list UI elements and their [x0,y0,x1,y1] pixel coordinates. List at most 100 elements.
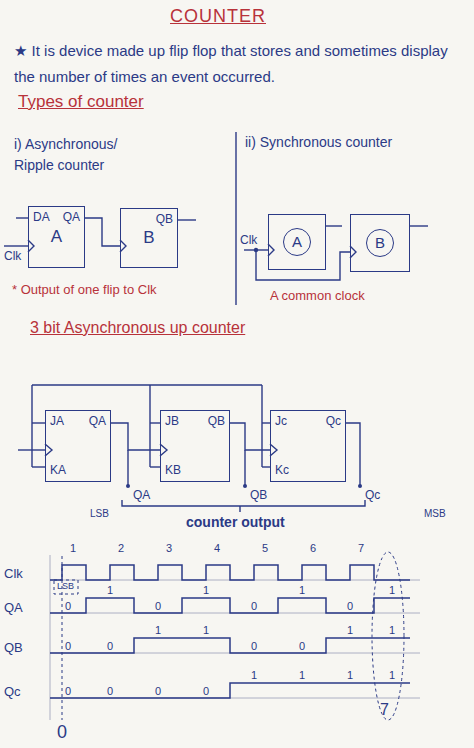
start-marker [62,556,63,720]
junction-dot [254,248,258,252]
pulse-number: 6 [310,542,316,555]
output-wire [326,225,342,226]
dashed-markers [54,552,404,720]
pin-label: Kc [275,464,289,477]
count-value: 7 [380,700,389,719]
logic-level: 1 [389,624,395,637]
clock-connector [111,423,160,450]
pulse-number: 7 [358,542,364,555]
output-name: QA [133,488,150,502]
logic-level: 0 [107,685,113,698]
clock-wire [18,449,45,450]
jk-flip-flop: JB KB QB [160,410,230,482]
logic-level: 1 [155,624,161,637]
pin-label: KA [50,464,66,477]
jk-flip-flop: JA KA QA [45,410,111,482]
signal-name: QB [4,640,23,656]
page-title: COUNTER [170,6,266,28]
lsb-box [54,580,78,594]
clock-connector [230,423,270,450]
tie-high-wire [262,466,270,467]
pin-label: JA [50,415,64,428]
clock-connector [85,218,120,246]
bit-label: LSB [57,581,74,592]
output-wire [127,450,128,486]
logic-level: 0 [65,600,71,613]
pin-label: Qc [326,415,341,428]
logic-level: 1 [347,624,353,637]
pulse-number: 3 [166,542,172,555]
logic-level: 0 [347,600,353,613]
tie-high-wire [261,385,262,467]
logic-level: 1 [251,669,257,682]
pin-label: DA [33,211,50,224]
logic-level: 1 [347,669,353,682]
pin-label: QB [156,213,173,226]
section-heading: 3 bit Asynchronous up counter [30,318,245,337]
logic-level: 0 [251,640,257,653]
logic-level: 1 [203,584,209,597]
logic-level: 0 [65,685,71,698]
flip-flop-name: B [121,229,177,248]
logic-level: 0 [107,640,113,653]
note-text: * Output of one flip to Clk [12,282,157,298]
tie-high-wire [150,422,160,423]
clock-symbol [45,444,52,456]
flip-flop-name: B [366,229,394,257]
output-bracket [122,500,365,512]
pin-label: QB [208,415,225,428]
flip-flop-box: A [268,214,326,270]
logic-level: 1 [389,669,395,682]
flip-flop-box: QB B [120,208,178,268]
pulse-number: 2 [118,542,124,555]
clock-wire [4,245,28,246]
common-clock-wire [256,250,350,280]
pin-label: JB [165,415,179,428]
signal-name: Clk [4,249,21,263]
output-name: QB [250,488,267,502]
pin-label: KB [165,464,181,477]
pin-label: QA [89,415,106,428]
output-wire [346,423,360,486]
output-wire [244,450,245,486]
signal-name: QA [4,600,23,616]
signal-name: Qc [4,684,21,700]
tie-high-wire [32,422,45,423]
signal-name: Clk [4,566,23,582]
junction-dot [243,484,247,488]
divider-line [235,132,236,305]
bit-label: LSB [90,508,109,520]
clock-symbol [160,444,167,456]
timing-waveforms [50,565,410,698]
qa-waveform [50,598,410,613]
qc-waveform [50,683,410,698]
note-text: ★ It is device made up flip flop that st… [14,38,466,89]
output-wire [178,219,196,220]
logic-level: 1 [299,584,305,597]
junction-dot [126,484,130,488]
signal-name: Clk [240,233,257,247]
tie-high-wire [32,466,45,467]
type-heading: i) Asynchronous/ Ripple counter [14,134,144,176]
pin-label: Jc [275,415,287,428]
output-wire [410,225,428,226]
flip-flop-name: A [283,228,311,256]
tie-high-wire [150,466,160,467]
section-heading: Types of counter [18,92,144,112]
clock-symbol [270,444,277,456]
flip-flop-name: A [29,228,84,247]
type-heading: ii) Synchronous counter [245,134,455,151]
tie-high-wire [32,384,262,385]
count-value: 0 [57,722,67,744]
bracket-label: counter output [186,514,285,531]
logic-level: 0 [251,600,257,613]
logic-level: 0 [203,685,209,698]
tie-high-wire [149,385,150,467]
logic-level: 0 [155,600,161,613]
logic-level: 1 [299,669,305,682]
schematic-wires [4,132,428,512]
logic-level: 0 [155,685,161,698]
